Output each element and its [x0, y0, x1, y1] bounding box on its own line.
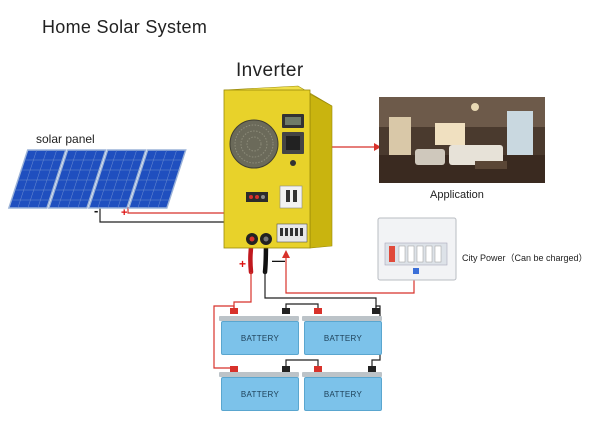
bank-negative-wire	[264, 272, 377, 312]
terminal	[314, 308, 322, 314]
bank-positive-wire	[233, 272, 252, 312]
panel-plus-sign: +	[121, 207, 128, 219]
series-link-top	[285, 303, 319, 312]
city-power-arrow	[282, 250, 290, 258]
battery-lid	[219, 372, 299, 377]
solar-panel-array	[7, 149, 187, 209]
inverter-side	[309, 93, 333, 249]
fan-grille-icon	[229, 119, 279, 169]
battery-lid	[302, 372, 382, 377]
ceiling-fan-icon	[471, 103, 479, 111]
indicator	[413, 268, 419, 274]
battery-minus-sign: —	[272, 253, 285, 268]
battery-plus-sign: +	[239, 257, 247, 271]
inverter-label: Inverter	[236, 60, 304, 81]
diagram-title: Home Solar System	[42, 17, 208, 37]
breaker	[398, 245, 406, 263]
city-power-wire	[285, 252, 415, 294]
distribution-box	[377, 217, 457, 281]
terminal	[368, 366, 376, 372]
solar-panel	[127, 149, 187, 209]
window	[507, 111, 533, 155]
breaker	[425, 245, 433, 263]
solar-panel-label: solar panel	[36, 132, 95, 146]
terminal	[230, 366, 238, 372]
solar-panel	[87, 149, 147, 209]
terminal	[282, 308, 290, 314]
window	[389, 117, 411, 155]
terminal	[230, 308, 238, 314]
breaker	[416, 245, 424, 263]
battery: BATTERY	[304, 321, 382, 355]
solar-panel	[47, 149, 107, 209]
breaker-switch	[279, 185, 303, 209]
inverter-unit	[223, 85, 333, 249]
terminal	[282, 366, 290, 372]
battery: BATTERY	[221, 377, 299, 411]
sofa	[449, 145, 503, 165]
city-power-label: City Power（Can be charged）	[462, 253, 588, 263]
application-label: Application	[430, 189, 484, 201]
breaker	[434, 245, 442, 263]
table	[475, 161, 507, 169]
armchair	[415, 149, 445, 165]
main-breaker	[389, 246, 395, 262]
terminal	[314, 366, 322, 372]
battery: BATTERY	[221, 321, 299, 355]
battery-lid	[219, 316, 299, 321]
battery-lid	[302, 316, 382, 321]
series-link-bottom	[285, 359, 319, 370]
application-photo	[379, 97, 545, 183]
application-arrow	[374, 143, 381, 151]
breaker	[407, 245, 415, 263]
battery: BATTERY	[304, 377, 382, 411]
terminal	[372, 308, 380, 314]
indicator-light	[290, 160, 296, 166]
solar-panel	[7, 149, 67, 209]
panel-minus-sign: -	[94, 203, 99, 218]
doorway	[435, 123, 465, 145]
